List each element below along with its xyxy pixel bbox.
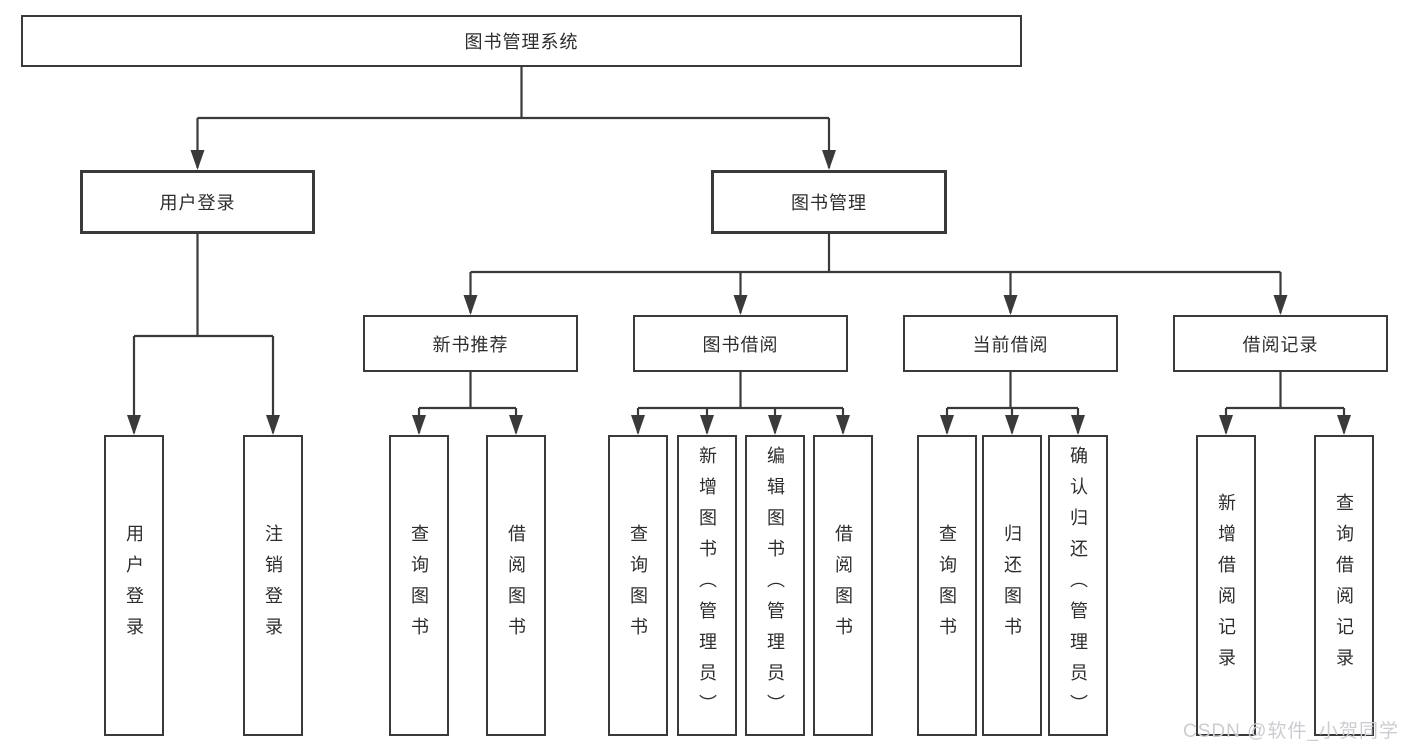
connector-current-children	[940, 372, 1085, 435]
leaf-label: 查询图书	[409, 523, 429, 648]
leaf-label: 新增图书（管理员）	[697, 446, 717, 725]
leaf-edit-books-admin: 编辑图书（管理员）	[745, 435, 805, 736]
connector-new-books-children	[412, 372, 523, 435]
leaf-label: 归还图书	[1002, 523, 1022, 648]
leaf-label: 借阅图书	[506, 523, 526, 648]
csdn-watermark: CSDN @软件_小贺同学	[1183, 721, 1399, 742]
node-user-login: 用户登录	[80, 170, 315, 234]
leaf-query-books-recommend: 查询图书	[389, 435, 449, 736]
leaf-label: 确认归还（管理员）	[1068, 446, 1088, 725]
connector-borrow-children	[631, 372, 850, 435]
node-book-borrowing: 图书借阅	[633, 315, 848, 372]
node-book-management: 图书管理	[711, 170, 947, 234]
leaf-add-books-admin: 新增图书（管理员）	[677, 435, 737, 736]
leaf-logout-login: 注销登录	[243, 435, 303, 736]
node-new-book-recommendation: 新书推荐	[363, 315, 578, 372]
leaf-return-books: 归还图书	[982, 435, 1042, 736]
connector-book-mgmt-children	[463, 234, 1288, 315]
leaf-borrow-books-borrow: 借阅图书	[813, 435, 873, 736]
connector-root-to-level2	[190, 67, 836, 170]
leaf-borrow-books-recommend: 借阅图书	[486, 435, 546, 736]
leaf-label: 注销登录	[263, 523, 283, 648]
connector-records-children	[1219, 372, 1351, 435]
node-borrowing-records: 借阅记录	[1173, 315, 1388, 372]
leaf-label: 借阅图书	[833, 523, 853, 648]
leaf-label: 查询图书	[628, 523, 648, 648]
leaf-add-borrow-record: 新增借阅记录	[1196, 435, 1256, 736]
leaf-label: 查询借阅记录	[1334, 492, 1354, 679]
leaf-query-borrow-record: 查询借阅记录	[1314, 435, 1374, 736]
leaf-confirm-return-admin: 确认归还（管理员）	[1048, 435, 1108, 736]
leaf-query-books-current: 查询图书	[917, 435, 977, 736]
leaf-label: 用户登录	[124, 523, 144, 648]
leaf-label: 查询图书	[937, 523, 957, 648]
leaf-user-login: 用户登录	[104, 435, 164, 736]
leaf-query-books-borrow: 查询图书	[608, 435, 668, 736]
leaf-label: 新增借阅记录	[1216, 492, 1236, 679]
root-node-library-system: 图书管理系统	[21, 15, 1022, 67]
node-current-borrowing: 当前借阅	[903, 315, 1118, 372]
leaf-label: 编辑图书（管理员）	[765, 446, 785, 725]
connector-user-login-children	[127, 234, 280, 435]
